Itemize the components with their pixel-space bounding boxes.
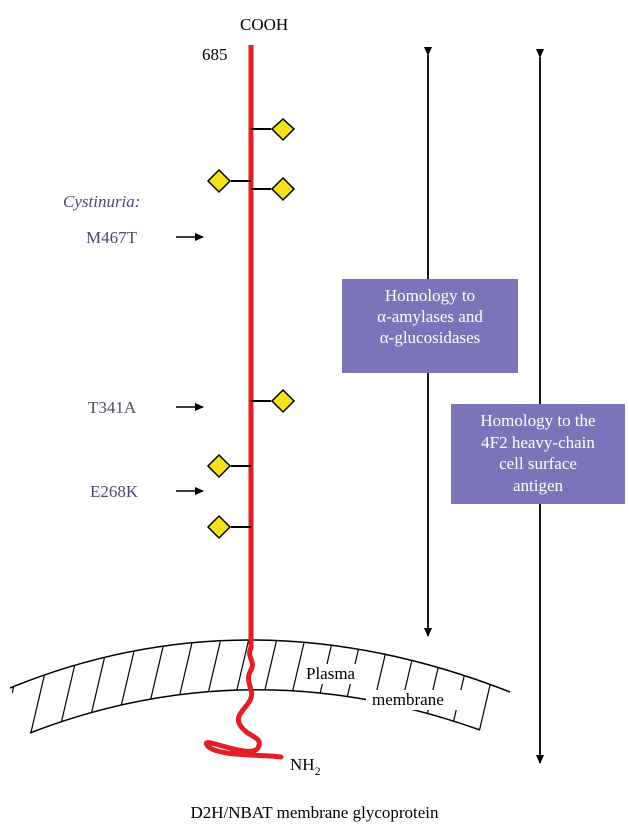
4f2-homology-box: Homology to the 4F2 heavy-chain cell sur…	[451, 404, 625, 504]
membrane-hatch	[167, 639, 203, 733]
residue-end-label: 685	[202, 45, 228, 64]
box-line: Homology to the	[480, 411, 596, 430]
cystinuria-heading: Cystinuria:	[63, 192, 140, 211]
membrane-hatch	[111, 639, 147, 733]
membrane-hatch	[195, 639, 231, 733]
glycosylation-sites	[206, 117, 296, 540]
mutation-label: T341A	[88, 398, 137, 417]
box-line: 4F2 heavy-chain	[481, 432, 595, 452]
diamond-icon	[206, 168, 232, 194]
diamond-icon	[270, 117, 296, 142]
membrane-hatch	[363, 639, 399, 733]
diamond-icon	[270, 388, 296, 414]
membrane-hatch	[83, 639, 119, 733]
diamond-icon	[270, 176, 296, 202]
membrane-hatch	[532, 600, 566, 745]
mutation-label: E268K	[90, 482, 139, 501]
mutation-label: M467T	[86, 228, 138, 247]
box-line: α-glucosidases	[379, 328, 481, 347]
membrane-hatch	[10, 639, 35, 733]
membrane-hatch	[391, 639, 427, 733]
box-line: α-amylases and	[377, 307, 483, 326]
cooh-label: COOH	[240, 15, 288, 34]
membrane-hatch	[475, 639, 510, 733]
box-line: antigen	[512, 475, 564, 495]
membrane-hatch	[503, 639, 510, 733]
membrane-hatch	[55, 639, 91, 733]
polypeptide-chain	[204, 45, 284, 760]
diamond-icon	[206, 453, 232, 479]
diamond-icon	[206, 514, 232, 540]
membrane-hatch	[139, 639, 175, 733]
membrane-label: membrane	[372, 690, 444, 709]
box-line: cell surface	[499, 454, 577, 473]
box-line: Homology to	[384, 286, 476, 305]
nh2-label: NH2	[290, 755, 321, 778]
figure-caption: D2H/NBAT membrane glycoprotein	[190, 803, 439, 822]
membrane-hatch	[251, 639, 287, 733]
amylase-homology-box: Homology to α-amylases and α-glucosidase…	[342, 279, 518, 373]
plasma-label: Plasma	[306, 664, 356, 683]
membrane-hatch	[419, 639, 455, 733]
plasma-membrane	[9, 600, 566, 745]
